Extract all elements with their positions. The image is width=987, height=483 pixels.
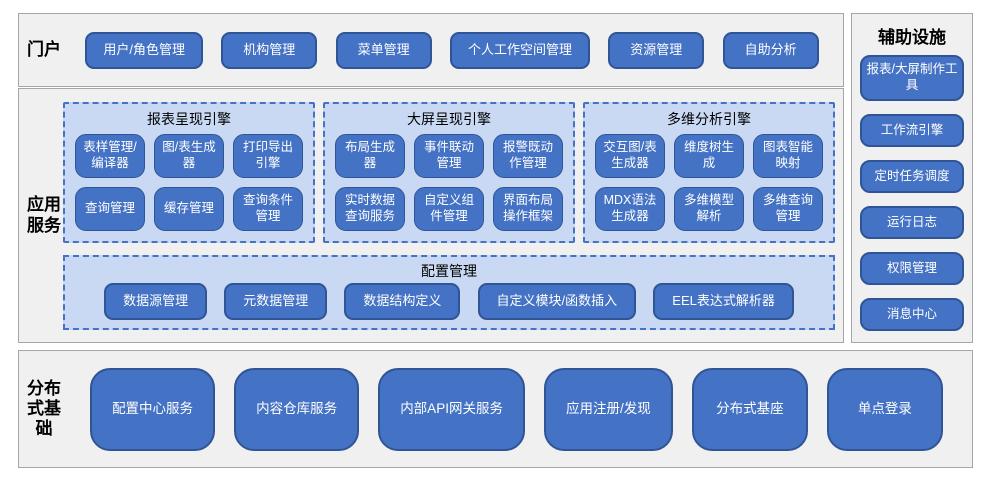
multidim-analysis-engine-title: 多维分析引擎 xyxy=(667,111,751,127)
foundation-button-distributed-base[interactable]: 分布式基座 xyxy=(691,367,808,451)
app-services-section: 应用服务 报表呈现引擎 表样管理/编译器 图/表生成器 打印导出引擎 查询管理 … xyxy=(18,88,844,343)
aux-buttons-column: 报表/大屏制作工具 工作流引擎 定时任务调度 运行日志 权限管理 消息中心 xyxy=(852,55,972,331)
config-mgmt-buttons-row: 数据源管理 元数据管理 数据结构定义 自定义模块/函数插入 EEL表达式解析器 xyxy=(65,283,833,328)
config-button-data-structure-definition[interactable]: 数据结构定义 xyxy=(344,283,461,320)
engine-button-multidim-query-mgmt[interactable]: 多维查询管理 xyxy=(753,187,823,231)
engine-button-cache-mgmt[interactable]: 缓存管理 xyxy=(154,187,224,231)
portal-buttons-row: 用户/角色管理 机构管理 菜单管理 个人工作空间管理 资源管理 自助分析 xyxy=(61,31,843,69)
portal-button-self-service-analysis[interactable]: 自助分析 xyxy=(722,31,819,69)
engine-button-query-mgmt[interactable]: 查询管理 xyxy=(75,187,145,231)
bigscreen-render-engine-grid: 布局生成器 事件联动管理 报警既动作管理 实时数据查询服务 自定义组件管理 界面… xyxy=(325,133,573,241)
multidim-analysis-engine-panel: 多维分析引擎 交互图/表生成器 维度树生成 图表智能映射 MDX语法生成器 多维… xyxy=(583,102,835,243)
report-render-engine-title: 报表呈现引擎 xyxy=(147,111,231,127)
engine-button-realtime-data-query-service[interactable]: 实时数据查询服务 xyxy=(335,187,405,231)
aux-button-scheduled-task-dispatch[interactable]: 定时任务调度 xyxy=(860,160,964,193)
foundation-button-single-sign-on[interactable]: 单点登录 xyxy=(826,367,943,451)
aux-button-workflow-engine[interactable]: 工作流引擎 xyxy=(860,114,964,147)
portal-section-label: 门户 xyxy=(27,39,61,59)
config-button-datasource-mgmt[interactable]: 数据源管理 xyxy=(104,283,208,320)
engine-button-multidim-model-parsing[interactable]: 多维模型解析 xyxy=(674,187,744,231)
engine-button-print-export-engine[interactable]: 打印导出引擎 xyxy=(233,134,303,178)
engine-button-alarm-action-mgmt[interactable]: 报警既动作管理 xyxy=(493,134,563,178)
config-button-custom-module-function-insert[interactable]: 自定义模块/函数插入 xyxy=(477,283,637,320)
aux-facilities-section: 辅助设施 报表/大屏制作工具 工作流引擎 定时任务调度 运行日志 权限管理 消息… xyxy=(851,13,973,343)
foundation-buttons-row: 配置中心服务 内容仓库服务 内部API网关服务 应用注册/发现 分布式基座 单点… xyxy=(61,367,972,451)
engine-button-chart-smart-mapping[interactable]: 图表智能映射 xyxy=(753,134,823,178)
engine-button-mdx-syntax-generator[interactable]: MDX语法生成器 xyxy=(595,187,665,231)
app-services-content: 报表呈现引擎 表样管理/编译器 图/表生成器 打印导出引擎 查询管理 缓存管理 … xyxy=(61,89,843,342)
engine-button-interactive-chart-generator[interactable]: 交互图/表生成器 xyxy=(595,134,665,178)
aux-button-report-bigscreen-authoring-tool[interactable]: 报表/大屏制作工具 xyxy=(860,55,964,101)
engine-button-style-mgmt-compiler[interactable]: 表样管理/编译器 xyxy=(75,134,145,178)
bigscreen-render-engine-title: 大屏呈现引擎 xyxy=(407,111,491,127)
portal-button-org-mgmt[interactable]: 机构管理 xyxy=(221,31,318,69)
engine-button-chart-table-generator[interactable]: 图/表生成器 xyxy=(154,134,224,178)
engine-button-dimension-tree-generation[interactable]: 维度树生成 xyxy=(674,134,744,178)
engine-button-layout-generator[interactable]: 布局生成器 xyxy=(335,134,405,178)
config-mgmt-title: 配置管理 xyxy=(421,263,477,279)
portal-section: 门户 用户/角色管理 机构管理 菜单管理 个人工作空间管理 资源管理 自助分析 xyxy=(18,13,844,87)
config-button-eel-expression-parser[interactable]: EEL表达式解析器 xyxy=(653,283,794,320)
engine-button-event-linkage-mgmt[interactable]: 事件联动管理 xyxy=(414,134,484,178)
config-mgmt-panel: 配置管理 数据源管理 元数据管理 数据结构定义 自定义模块/函数插入 EEL表达… xyxy=(63,255,835,330)
engine-button-query-condition-mgmt[interactable]: 查询条件管理 xyxy=(233,187,303,231)
report-render-engine-panel: 报表呈现引擎 表样管理/编译器 图/表生成器 打印导出引擎 查询管理 缓存管理 … xyxy=(63,102,315,243)
portal-button-user-role-mgmt[interactable]: 用户/角色管理 xyxy=(85,31,203,69)
foundation-button-internal-api-gateway-service[interactable]: 内部API网关服务 xyxy=(378,367,525,451)
aux-button-message-center[interactable]: 消息中心 xyxy=(860,298,964,331)
engine-button-custom-component-mgmt[interactable]: 自定义组件管理 xyxy=(414,187,484,231)
portal-button-resource-mgmt[interactable]: 资源管理 xyxy=(608,31,705,69)
distributed-foundation-label: 分布式基础 xyxy=(27,378,61,439)
aux-facilities-title: 辅助设施 xyxy=(878,28,946,47)
config-button-metadata-mgmt[interactable]: 元数据管理 xyxy=(224,283,328,320)
aux-button-permission-mgmt[interactable]: 权限管理 xyxy=(860,252,964,285)
multidim-analysis-engine-grid: 交互图/表生成器 维度树生成 图表智能映射 MDX语法生成器 多维模型解析 多维… xyxy=(585,133,833,241)
report-render-engine-grid: 表样管理/编译器 图/表生成器 打印导出引擎 查询管理 缓存管理 查询条件管理 xyxy=(65,133,313,241)
distributed-foundation-section: 分布式基础 配置中心服务 内容仓库服务 内部API网关服务 应用注册/发现 分布… xyxy=(18,350,973,468)
portal-button-menu-mgmt[interactable]: 菜单管理 xyxy=(335,31,432,69)
portal-button-personal-workspace-mgmt[interactable]: 个人工作空间管理 xyxy=(449,31,590,69)
foundation-button-app-register-discovery[interactable]: 应用注册/发现 xyxy=(544,367,673,451)
app-services-section-label: 应用服务 xyxy=(27,195,61,235)
bigscreen-render-engine-panel: 大屏呈现引擎 布局生成器 事件联动管理 报警既动作管理 实时数据查询服务 自定义… xyxy=(323,102,575,243)
engines-row: 报表呈现引擎 表样管理/编译器 图/表生成器 打印导出引擎 查询管理 缓存管理 … xyxy=(63,102,835,243)
aux-button-run-logs[interactable]: 运行日志 xyxy=(860,206,964,239)
foundation-button-content-repo-service[interactable]: 内容仓库服务 xyxy=(234,367,360,451)
engine-button-ui-layout-framework[interactable]: 界面布局操作框架 xyxy=(493,187,563,231)
foundation-button-config-center-service[interactable]: 配置中心服务 xyxy=(90,367,216,451)
